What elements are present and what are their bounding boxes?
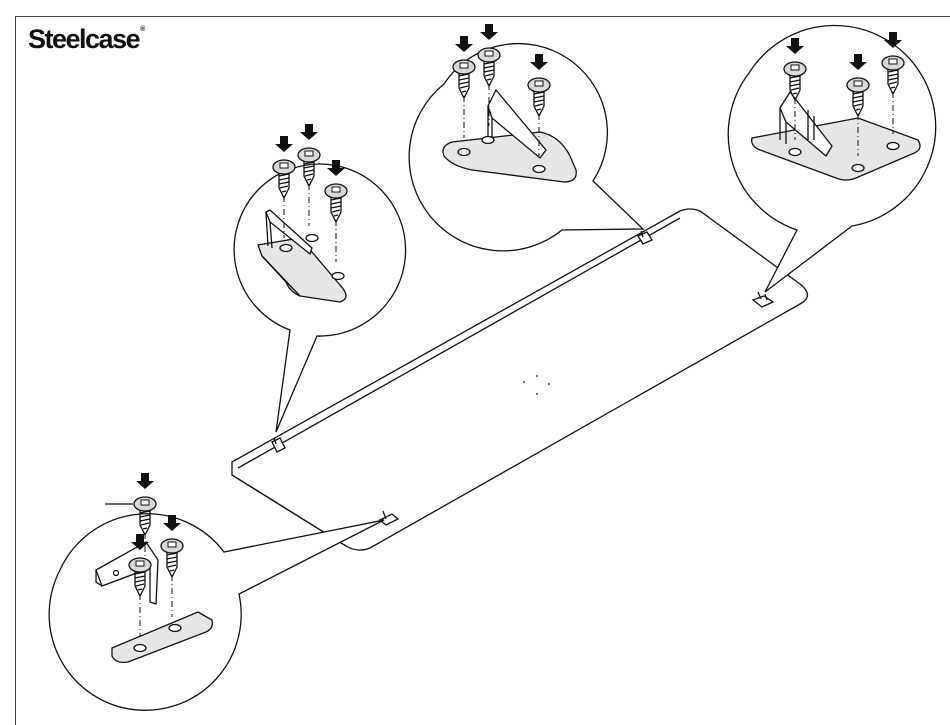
callout-top-right xyxy=(728,25,935,292)
callout-top-center xyxy=(409,24,643,251)
